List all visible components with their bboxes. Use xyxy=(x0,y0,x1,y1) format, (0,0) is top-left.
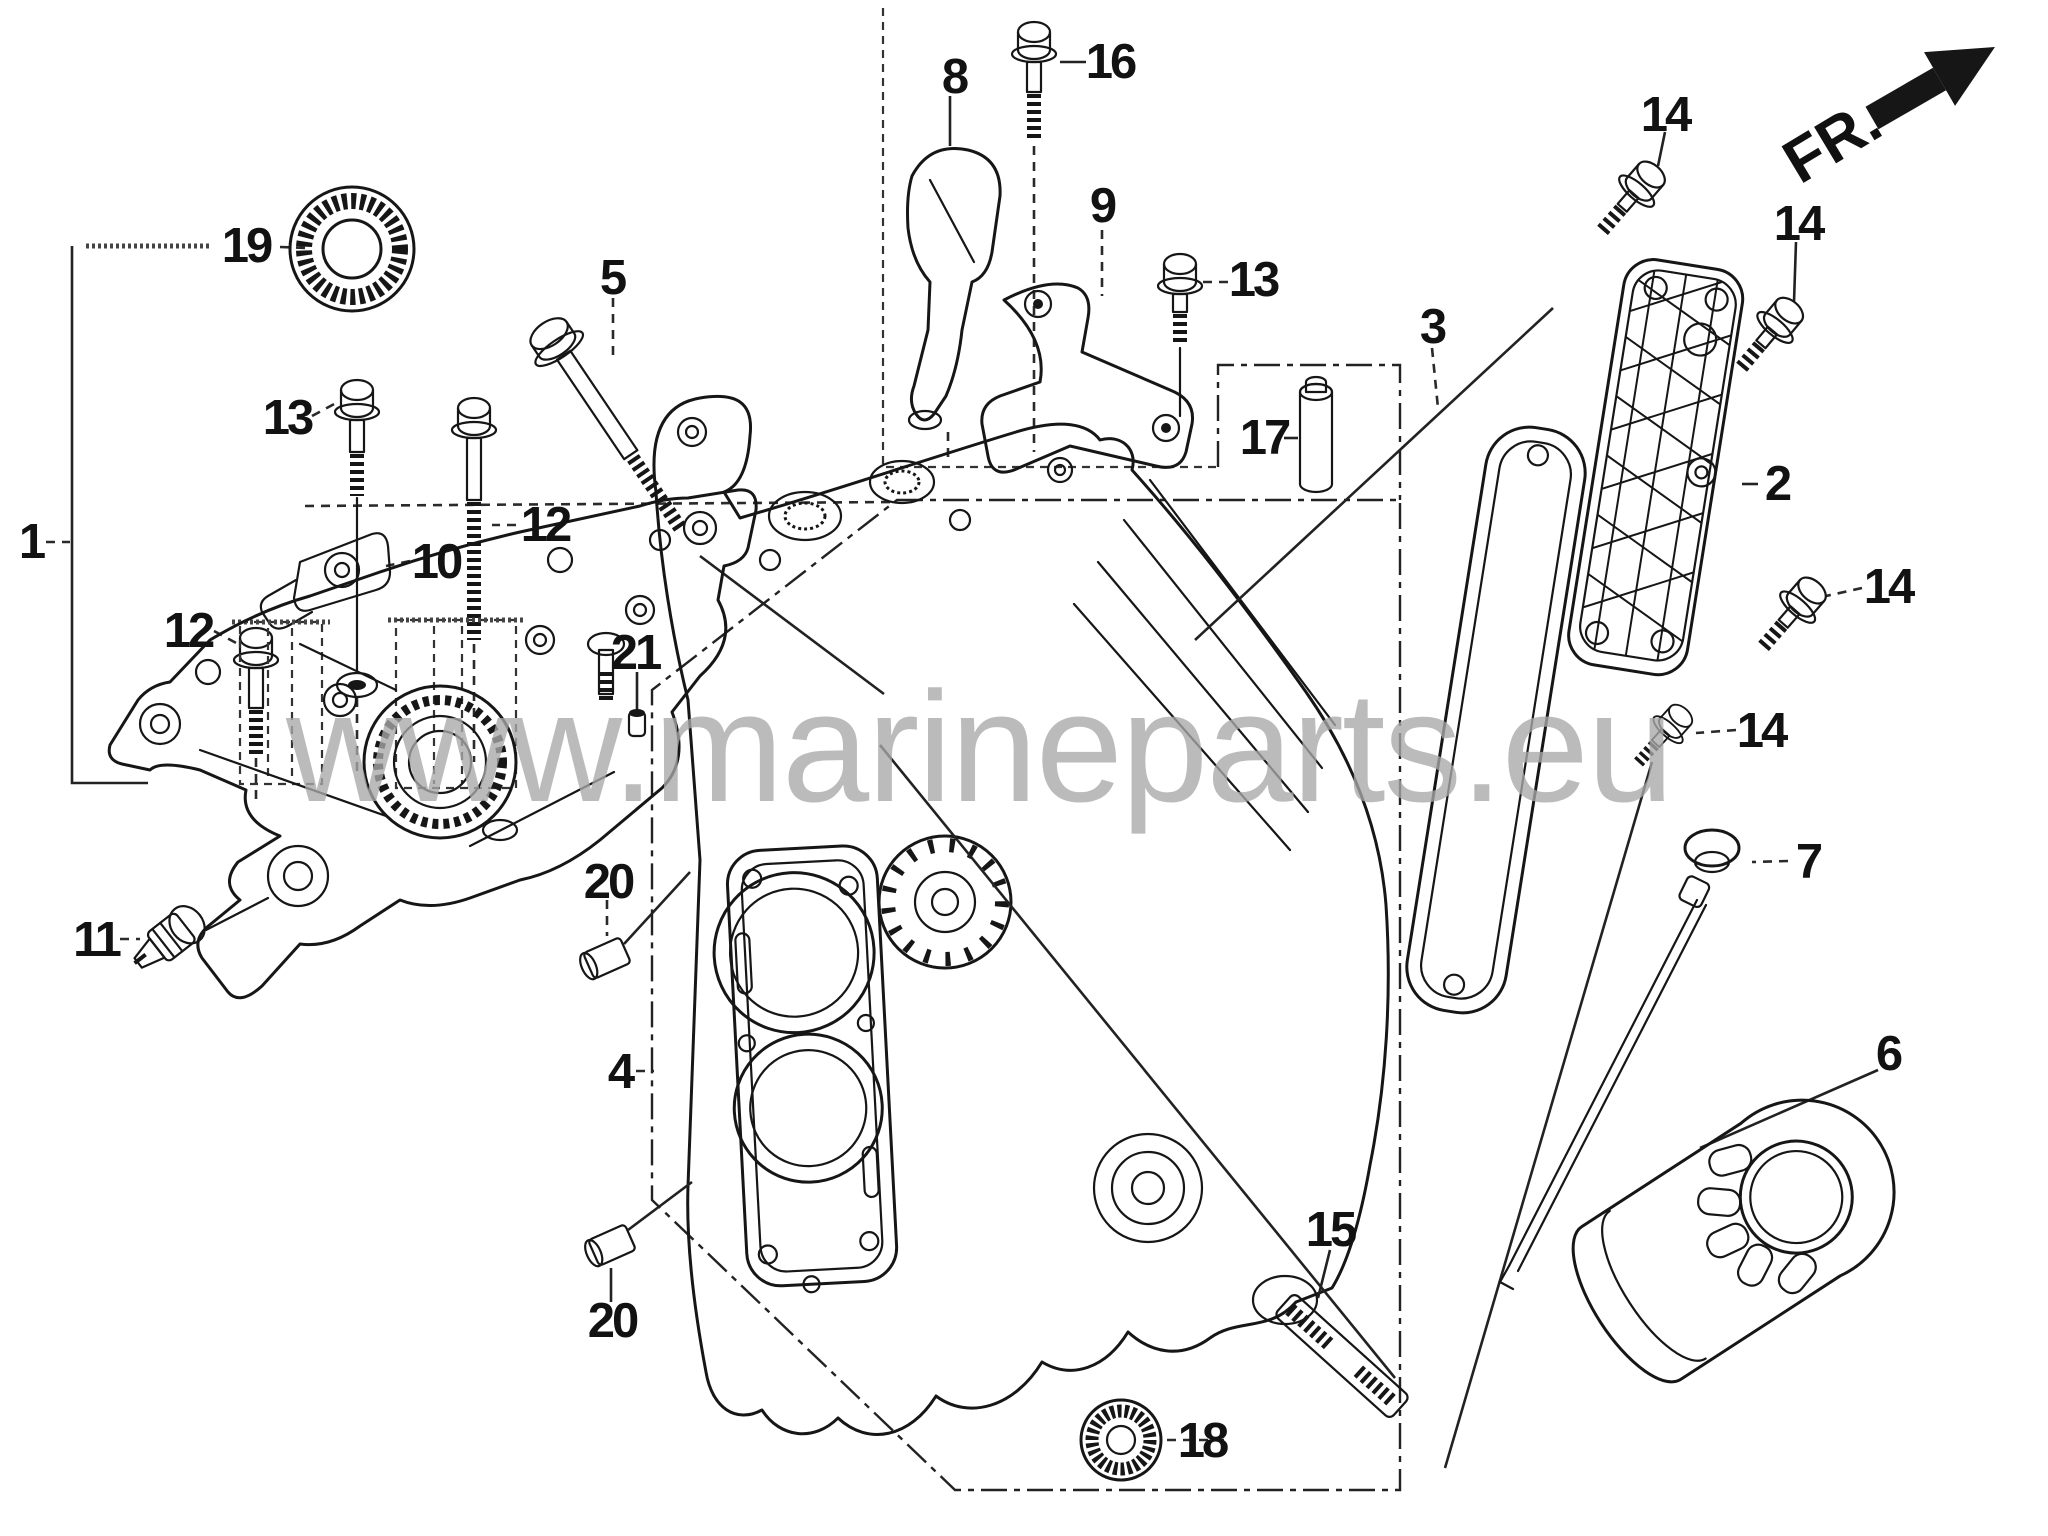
callout-20-25: 20 xyxy=(588,1294,638,1348)
part-bracket-9 xyxy=(980,230,1195,474)
part-breather-tube-8 xyxy=(906,96,1002,464)
block-stud xyxy=(586,631,626,700)
part-dipstick-7 xyxy=(1498,828,1789,1291)
part-bolt-14-b xyxy=(1734,241,1814,374)
callout-18-22: 18 xyxy=(1178,1414,1228,1468)
dashed-guide-boxes xyxy=(232,617,524,790)
part-bolt-12-right xyxy=(450,396,516,762)
bracket-group-box xyxy=(881,8,1218,469)
assembly-boundary-lines xyxy=(304,8,1402,1492)
part-clamp-10 xyxy=(259,532,411,630)
callout-21-26: 21 xyxy=(611,626,661,680)
part-bolt-13-right xyxy=(1156,252,1228,418)
part-bushing-20-bottom xyxy=(584,1180,693,1302)
callout-12-11: 12 xyxy=(164,604,214,658)
callout-10-9: 10 xyxy=(412,535,462,589)
callout-6-5: 6 xyxy=(1876,1027,1902,1081)
callout-9-8: 9 xyxy=(1090,179,1116,233)
block-crank-boss xyxy=(877,834,1013,970)
block-ribs xyxy=(1072,478,1337,852)
callout-labels: 1234567891011121213131414141415161718192… xyxy=(19,35,1918,1468)
part-oil-seal-18 xyxy=(1079,1398,1224,1482)
part-crankcase-cover-1 xyxy=(107,488,758,1000)
callout-13-14: 13 xyxy=(1229,253,1279,307)
part-gasket-3 xyxy=(1405,347,1587,1015)
callout-16-20: 16 xyxy=(1086,35,1136,89)
part-cylinder-block-4 xyxy=(586,394,1390,1436)
fr-arrow-icon xyxy=(1865,47,1995,130)
callout-11-10: 11 xyxy=(73,913,121,967)
callout-20-24: 20 xyxy=(584,855,634,909)
callout-14-18: 14 xyxy=(1737,704,1788,758)
part-dowel-pin-17 xyxy=(1284,375,1334,494)
dowel-group-box xyxy=(1216,363,1402,500)
part-bushing-20-top xyxy=(579,871,691,981)
part-bolt-14-d xyxy=(1632,696,1737,768)
part-dowel-21 xyxy=(627,672,647,738)
part-oil-seal-19 xyxy=(288,185,416,313)
group-connector-line xyxy=(304,500,894,508)
callout-14-15: 14 xyxy=(1641,88,1692,142)
part-bolt-14-c xyxy=(1756,567,1863,653)
leader-bolt5-to-block xyxy=(699,554,885,696)
callout-5-4: 5 xyxy=(600,251,626,305)
callout-7-6: 7 xyxy=(1796,835,1822,889)
part-bolt-14-a xyxy=(1595,131,1676,237)
callout-17-21: 17 xyxy=(1240,411,1290,465)
part-bolt-16 xyxy=(1010,20,1086,452)
callout-8-7: 8 xyxy=(942,50,968,104)
callout-1-0: 1 xyxy=(19,515,45,569)
front-direction-indicator: FR. xyxy=(1772,47,1995,197)
long-leader-lines xyxy=(878,307,1654,1469)
callout-2-1: 2 xyxy=(1765,457,1791,511)
cover-assembly-right xyxy=(1405,131,1863,1015)
callout-14-17: 14 xyxy=(1864,560,1915,614)
callout-1-bracket xyxy=(46,243,307,785)
callout-13-13: 13 xyxy=(263,391,313,445)
callout-3-2: 3 xyxy=(1420,300,1446,354)
part-mesh-cover-2 xyxy=(1567,258,1758,677)
callout-4-3: 4 xyxy=(608,1045,635,1099)
block-top-bosses xyxy=(758,456,1074,572)
block-head-face xyxy=(712,844,899,1294)
part-bolt-12-left xyxy=(213,626,280,800)
bracket-assembly xyxy=(906,20,1228,474)
callout-12-12: 12 xyxy=(521,498,571,552)
part-stud-15 xyxy=(1275,1249,1409,1418)
left-cover-assembly xyxy=(46,185,885,1000)
callout-19-23: 19 xyxy=(222,219,272,273)
crankcase-group-box xyxy=(650,498,1402,1492)
callout-14-16: 14 xyxy=(1774,197,1825,251)
block-bottom-boss xyxy=(1092,1132,1319,1326)
part-oil-filter-6 xyxy=(1571,1068,1896,1384)
callout-15-19: 15 xyxy=(1306,1203,1356,1257)
